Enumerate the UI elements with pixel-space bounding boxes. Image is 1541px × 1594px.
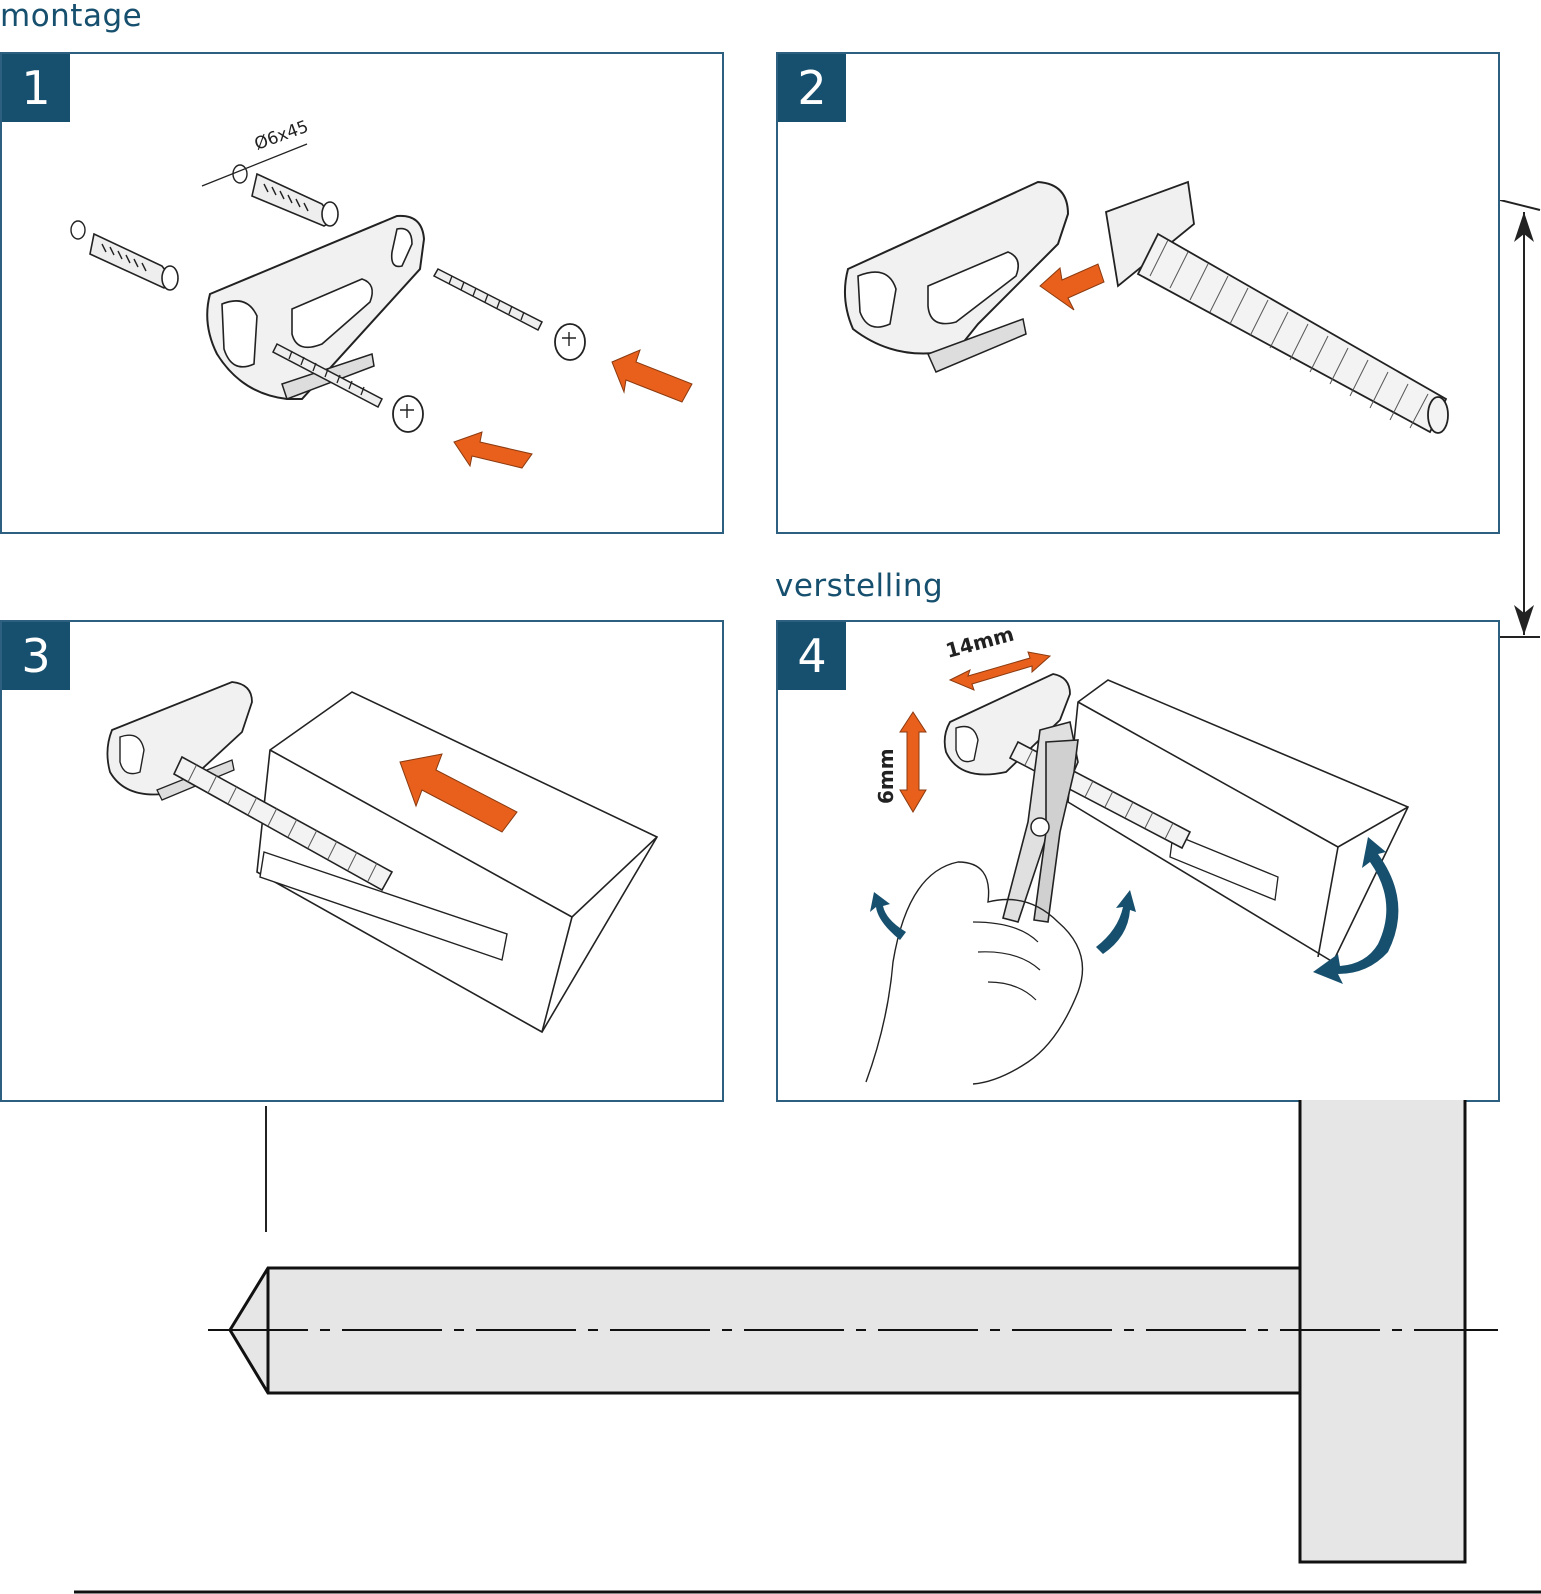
step-4-illustration: 14mm 6mm (865, 622, 1410, 1085)
rotate-arrow-icon (1096, 890, 1136, 954)
push-arrow-icon (453, 431, 533, 469)
bolt-icon (172, 755, 394, 892)
step-1-illustration: Ø6x45 (70, 117, 693, 469)
pliers-icon (1002, 721, 1079, 923)
step-2-panel: 2 (776, 52, 1500, 534)
wall-plug-icon (70, 220, 179, 291)
dimension-label-vertical: 6mm (874, 748, 898, 804)
step-1-panel: 1 Ø6x45 (0, 52, 724, 534)
step-2-number: 2 (778, 54, 846, 122)
rotate-arrow-icon (870, 892, 906, 940)
dimension-arrow-vertical-icon (899, 711, 927, 813)
hand-icon (865, 861, 1084, 1085)
step-3-illustration (106, 681, 659, 1034)
section-title-verstelling: verstelling (775, 568, 944, 604)
bolt-icon (1104, 180, 1449, 434)
bracket-icon (943, 673, 1071, 776)
step-4-number: 4 (778, 622, 846, 690)
step-4-panel: 4 (776, 620, 1500, 1102)
step-2-illustration (843, 180, 1449, 434)
step-1-number: 1 (2, 54, 70, 122)
screw-icon (272, 342, 424, 433)
step-3-number: 3 (2, 622, 70, 690)
push-arrow-icon (1039, 263, 1105, 311)
bolt-technical-drawing (74, 1100, 1541, 1594)
bracket-icon (106, 681, 253, 801)
rotate-arrow-icon (1313, 837, 1399, 984)
dimension-label-horizontal: 14mm (943, 622, 1016, 663)
bolt-head (1298, 1100, 1467, 1564)
bracket-icon (843, 180, 1070, 373)
bracket-icon (206, 214, 426, 400)
beam-icon (256, 691, 659, 1034)
screw-icon (432, 268, 586, 361)
push-arrow-icon (611, 349, 693, 403)
height-dimension-indicator (1500, 200, 1541, 638)
section-title-montage: montage (0, 0, 143, 34)
step-3-panel: 3 (0, 620, 724, 1102)
dimension-label: Ø6x45 (252, 117, 311, 155)
wall-plug-icon (232, 164, 339, 227)
push-arrow-icon (399, 753, 518, 833)
dimension-arrow-horizontal-icon (948, 651, 1052, 691)
